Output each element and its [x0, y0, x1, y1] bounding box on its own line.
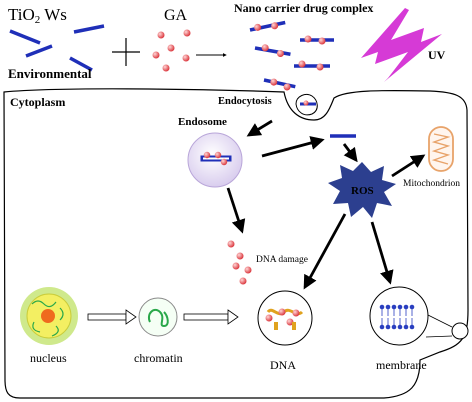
endocytosis-label: Endocytosis	[218, 96, 272, 107]
mitochondrion	[428, 126, 454, 172]
membrane-circle	[369, 286, 429, 346]
ga-particle	[183, 29, 191, 37]
nucleus-to-chromatin-arrow	[87, 309, 137, 325]
ga-particle	[167, 44, 175, 52]
ros-burst	[328, 162, 396, 218]
ga-particle	[162, 64, 170, 72]
complex-rod	[254, 44, 291, 57]
dna-circle	[257, 290, 313, 346]
membrane-label: membrane	[376, 358, 427, 372]
complex-label: Nano carrier drug complex	[234, 1, 373, 15]
rod-to-ros-arrow	[342, 143, 358, 163]
endocytosis-to-endosome-arrow	[246, 119, 273, 137]
plus-sign	[112, 38, 140, 66]
tio2-whiskers	[9, 24, 105, 72]
membrane-bilayer	[379, 304, 415, 330]
zoom-connector	[427, 314, 453, 328]
ga-particle	[182, 54, 190, 62]
tio2-label: TiO2 Ws	[8, 5, 67, 26]
ga-label: GA	[164, 7, 188, 24]
chromatin	[138, 297, 178, 337]
uv-lightning	[361, 8, 442, 82]
complexes	[249, 20, 334, 91]
endosome-to-dna-damage-arrow	[226, 187, 246, 234]
ros-to-membrane-arrow	[370, 221, 394, 285]
ga-particle	[157, 31, 165, 39]
endocytosis-vesicle	[295, 93, 318, 116]
whisker	[9, 29, 41, 45]
complex-rod	[300, 35, 334, 45]
endocytosis-particle	[303, 100, 309, 106]
nucleus	[20, 287, 78, 345]
chromatin-strand	[148, 308, 169, 328]
zoom-connector	[425, 335, 453, 338]
dna-damage-particles	[227, 240, 252, 285]
dna-damage-graphic	[265, 308, 304, 330]
environmental-label: Environmental	[8, 66, 92, 81]
ros-to-mitochondrion-arrow	[391, 154, 426, 178]
chromatin-to-dna-arrow	[183, 309, 239, 325]
complex-rod	[249, 20, 286, 32]
ga-particles	[152, 29, 191, 72]
chromatin-label: chromatin	[134, 351, 183, 365]
ga-particle	[152, 51, 160, 59]
uv-label: UV	[428, 48, 446, 62]
pathway-arrows	[226, 119, 426, 290]
ros-to-dna-arrow	[303, 213, 347, 290]
mitochondrion-label: Mitochondrion	[403, 179, 460, 189]
dna-label: DNA	[270, 358, 296, 372]
nucleus-label: nucleus	[30, 351, 67, 365]
membrane-zoom-circle	[451, 322, 469, 340]
dna-damage-label: DNA damage	[256, 255, 308, 265]
endosome-label: Endosome	[178, 116, 227, 128]
whisker	[25, 44, 53, 58]
ros-label: ROS	[351, 185, 374, 197]
complex-rod	[263, 78, 296, 91]
endosome-complex	[200, 151, 232, 166]
complex-rod	[294, 60, 330, 71]
cytoplasm-label: Cytoplasm	[10, 95, 65, 109]
endosome-to-rod-arrow	[261, 136, 325, 158]
whisker	[69, 56, 93, 72]
cell-boundary	[3, 88, 469, 399]
whisker	[73, 24, 105, 34]
